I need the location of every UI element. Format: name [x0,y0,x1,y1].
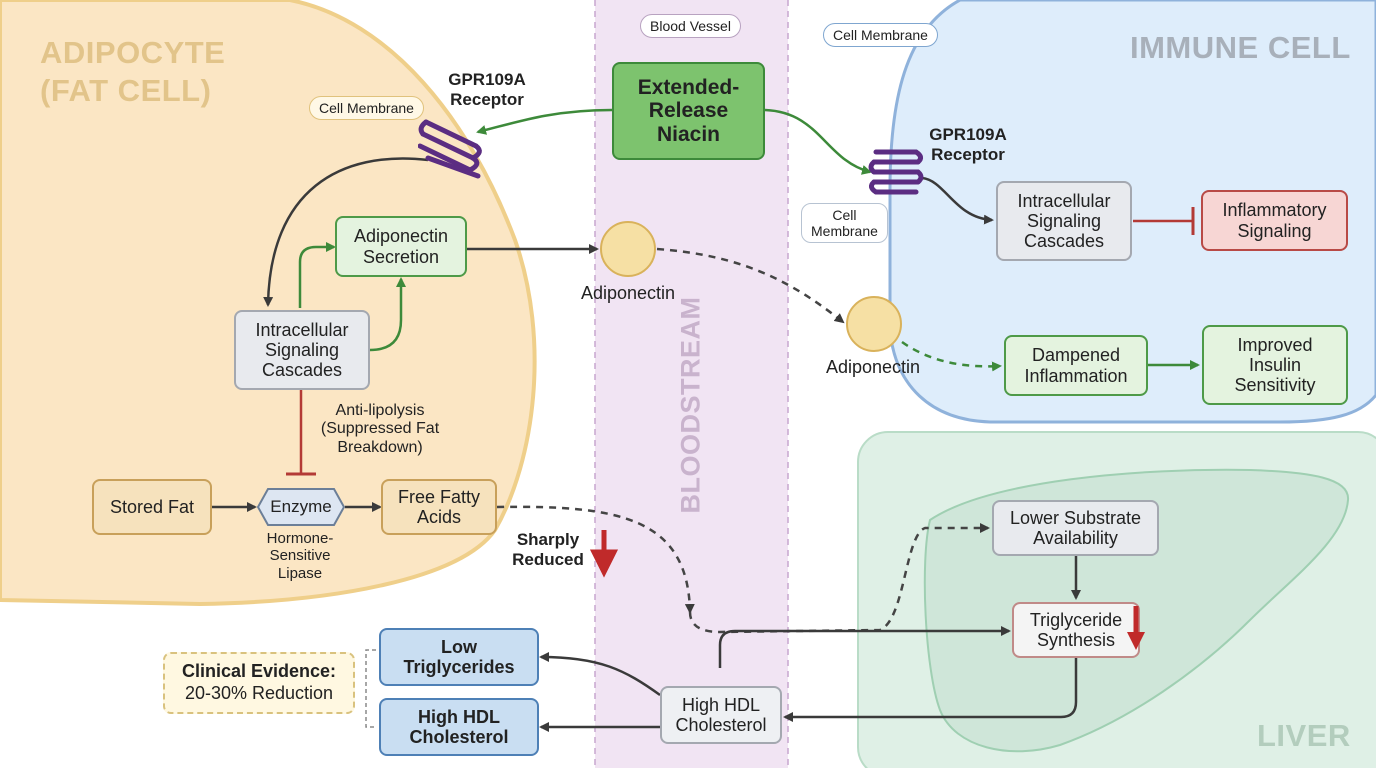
adiponectin-molecule-blood [600,221,656,277]
immune-signaling-node: Intracellular Signaling Cascades [996,181,1132,261]
arrow-signaling-to-secretion-2 [369,277,406,352]
blood-vessel-label: Blood Vessel [640,14,741,39]
niacin-node: Extended- Release Niacin [612,62,765,160]
anti-lipolysis-label: Anti-lipolysis (Suppressed Fat Breakdown… [320,402,440,456]
immune-cell-membrane-stacked-label: Cell Membrane [801,203,888,244]
sharply-reduced-label: Sharply Reduced [512,530,584,569]
arrow-niacin-to-adipocyte-receptor [476,108,613,135]
arrow-adiponectin-to-dampened [901,340,1002,372]
arrow-to-tgsynthesis [718,626,1011,668]
arrow-tgsynthesis-to-hdl [783,658,1078,722]
arrow-niacin-to-immune-receptor [764,108,872,175]
adiponectin-label-immune: Adiponectin [825,357,921,377]
lower-substrate-node: Lower Substrate Availability [992,500,1159,556]
free-fatty-acids-node: Free Fatty Acids [381,479,497,535]
clinical-evidence-text: Clinical Evidence:20-30% Reduction [181,661,337,703]
adiponectin-label-blood: Adiponectin [580,283,676,303]
dampened-inflammation-node: Dampened Inflammation [1004,335,1148,396]
tg-decrease-arrow-icon [1127,606,1145,650]
clinical-evidence-callout: Clinical Evidence:20-30% Reduction [163,652,355,714]
enzyme-node: Enzyme [256,487,346,527]
triglyceride-synthesis-label: Triglyceride Synthesis [1029,609,1123,650]
inflammatory-signaling-node: Inflammatory Signaling [1201,190,1348,251]
dashed-ffa-to-liver [688,523,990,634]
sharply-reduced-arrow [589,530,619,578]
liver-title: LIVER [1257,718,1351,753]
stored-fat-node: Stored Fat [92,479,212,535]
immune-receptor-label: GPR109A Receptor [929,125,1007,164]
arrow-adiponectin-to-immune [656,247,845,324]
adipocyte-receptor-icon [418,119,482,179]
high-hdl-output: High HDL Cholesterol [379,698,539,756]
arrow-ffa-to-bloodstream [496,505,695,614]
adiponectin-molecule-immune [846,296,902,352]
adipocyte-cell-membrane-label: Cell Membrane [309,96,424,121]
immune-receptor-icon [868,149,924,195]
triglyceride-synthesis-node: Triglyceride Synthesis [1012,602,1140,658]
adiponectin-secretion-node: Adiponectin Secretion [335,216,467,277]
adipocyte-receptor-label: GPR109A Receptor [448,70,526,109]
immune-cell-title: IMMUNE CELL [1130,30,1351,65]
high-hdl-blood-node: High HDL Cholesterol [660,686,782,744]
clinical-bracket [365,649,376,728]
low-triglycerides-output: Low Triglycerides [379,628,539,686]
arrow-hdl-to-lowtg [539,652,661,697]
immune-cell [888,0,1376,424]
hsl-label: Hormone- Sensitive Lipase [266,530,334,582]
immune-cell-membrane-label: Cell Membrane [823,23,938,48]
arrow-signaling-to-secretion-1 [298,242,336,308]
adipocyte-title: ADIPOCYTE (FAT CELL) [40,35,226,108]
enzyme-hexagon [256,488,346,526]
arrow-immune-receptor-to-signaling [921,176,994,225]
insulin-sensitivity-node: Improved Insulin Sensitivity [1202,325,1348,405]
arrow-receptor-to-adipo-signaling [263,157,429,307]
enzyme-label: Enzyme [270,497,332,516]
adipocyte-signaling-node: Intracellular Signaling Cascades [234,310,370,390]
